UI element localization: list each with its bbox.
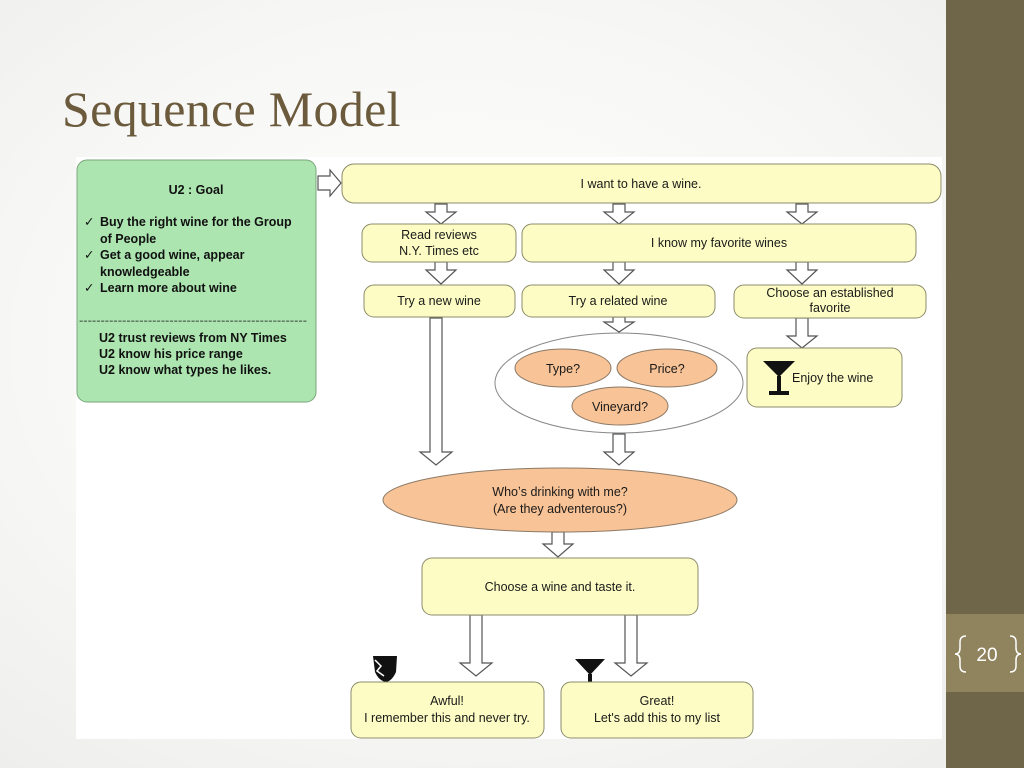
arrow-down (424, 261, 458, 285)
goal-item-2: Get a good wine, appear (100, 248, 245, 262)
great-line-2: Let's add this to my list (594, 711, 721, 725)
arrow-down (613, 614, 649, 677)
arrow-down (458, 614, 494, 677)
arrow-down (785, 261, 819, 285)
choose-taste-label: Choose a wine and taste it. (485, 580, 636, 594)
who-drinking-ellipse: Whoʼs drinking with me? (Are they advent… (382, 467, 738, 533)
great-line-1: Great! (640, 694, 675, 708)
arrow-down (602, 433, 636, 466)
goal-separator: ----------------------------------------… (79, 316, 307, 327)
goal-note-2: U2 know his price range (99, 347, 243, 361)
flow-arrows (317, 168, 819, 677)
arrow-down (424, 203, 458, 225)
arrow-down-long (418, 317, 454, 466)
try-new-label: Try a new wine (397, 294, 481, 308)
left-bracket (954, 635, 967, 673)
choose-taste-box: Choose a wine and taste it. (421, 557, 699, 616)
try-related-box: Try a related wine (521, 284, 716, 318)
arrow-down (602, 316, 636, 333)
goal-item-2-cont: knowledgeable (100, 265, 190, 279)
type-label: Type? (546, 362, 580, 376)
vineyard-ellipse (571, 386, 669, 426)
read-reviews-line-2: N.Y. Times etc (399, 244, 479, 258)
goal-note-1: U2 trust reviews from NY Times (99, 331, 287, 345)
type-ellipse (514, 348, 612, 388)
enjoy-box: Enjoy the wine (746, 347, 903, 408)
goal-heading: U2 : Goal (169, 183, 224, 197)
read-reviews-line-1: Read reviews (401, 228, 477, 242)
arrow-down (602, 203, 636, 225)
try-related-label: Try a related wine (569, 294, 668, 308)
who-drinking-line-1: Whoʼs drinking with me? (492, 485, 628, 499)
awful-line-2: I remember this and never try. (364, 711, 530, 725)
check-icon: ✓ (84, 281, 94, 295)
choose-established-box: Choose an established favorite (733, 284, 927, 319)
right-bracket (1009, 635, 1022, 673)
page-number: 20 (954, 635, 1022, 673)
enjoy-label: Enjoy the wine (792, 371, 873, 385)
cocktail-glass-icon (763, 361, 795, 395)
check-icon: ✓ (84, 248, 94, 262)
arrow-down (785, 203, 819, 225)
awful-box: Awful! I remember this and never try. (350, 681, 545, 739)
goal-panel: U2 : Goal ✓ Buy the right wine for the G… (76, 159, 317, 403)
favorite-wines-box: I know my favorite wines (521, 223, 917, 263)
criteria-cluster: Type? Price? Vineyard? (494, 332, 744, 434)
choose-established-line-1: Choose an established (766, 286, 893, 300)
read-reviews-box: Read reviews N.Y. Times etc (361, 223, 517, 263)
goal-item-1: Buy the right wine for the Group (100, 215, 292, 229)
price-label: Price? (649, 362, 684, 376)
vineyard-label: Vineyard? (592, 400, 648, 414)
arrow-down (602, 261, 636, 285)
arrow-down (541, 531, 575, 558)
choose-established-line-2: favorite (810, 301, 851, 315)
intent-box: I want to have a wine. (341, 163, 942, 204)
intent-label: I want to have a wine. (581, 177, 702, 191)
awful-line-1: Awful! (430, 694, 464, 708)
page-number-label: 20 (976, 645, 997, 666)
who-drinking-line-2: (Are they adventerous?) (493, 502, 627, 516)
goal-note-3: U2 know what types he likes. (99, 363, 271, 377)
slide-title: Sequence Model (62, 81, 401, 137)
goal-item-1-cont: of People (100, 232, 156, 246)
favorite-wines-label: I know my favorite wines (651, 236, 787, 250)
check-icon: ✓ (84, 215, 94, 229)
great-box: Great! Let's add this to my list (560, 681, 754, 739)
arrow-down (785, 317, 819, 349)
goal-item-3: Learn more about wine (100, 281, 237, 295)
price-ellipse (616, 348, 718, 388)
try-new-box: Try a new wine (363, 284, 516, 318)
arrow-right (317, 168, 342, 198)
